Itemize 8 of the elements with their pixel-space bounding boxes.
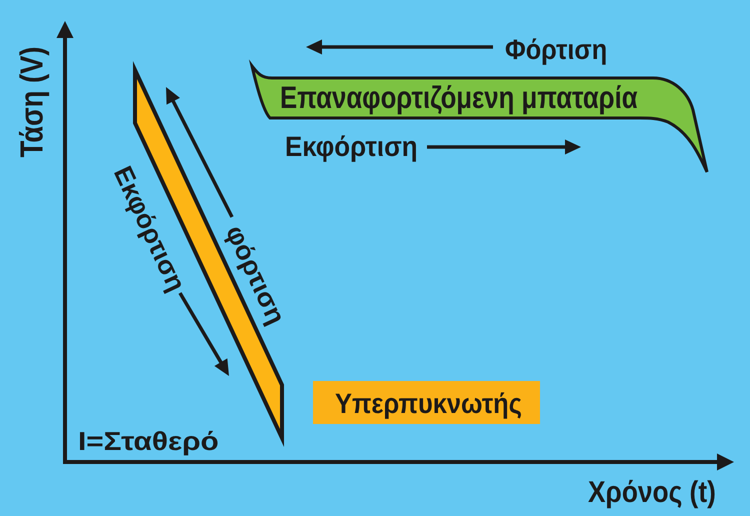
band-label: Επαναφορτιζόμενη μπαταρία [280,80,638,116]
condition-note: I=Σταθερό [78,427,219,457]
tag-label: Υπερπυκνωτής [335,388,522,420]
axis-label: Χρόνος (t) [588,476,716,510]
axis-label: Τάση (V) [14,46,50,158]
label-tag [313,381,540,424]
direction-label: Εκφόρτιση [285,131,418,164]
direction-label: Φόρτιση [505,34,608,66]
